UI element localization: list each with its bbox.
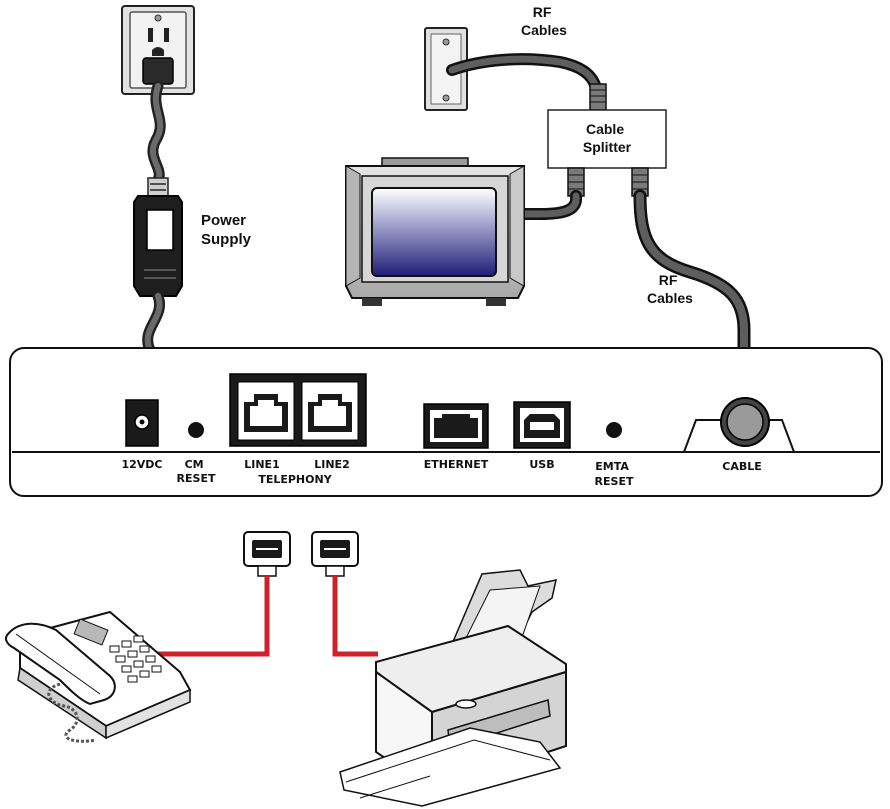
usb-label: USB [529,458,554,471]
usb-port[interactable] [513,401,571,449]
cable-label: CABLE [722,460,762,473]
television [345,157,525,306]
emta-reset-label: EMTA RESET [595,460,634,488]
power-supply-label: Power Supply [201,212,252,248]
dc-12v-port[interactable] [125,399,159,447]
rj11-plug-2 [311,531,359,577]
ethernet-label: ETHERNET [424,458,489,471]
cable-splitter-label: Cable Splitter [583,121,632,155]
line2-jack[interactable] [301,381,359,441]
telephony-label: TELEPHONY [258,473,332,486]
line2-label: LINE2 [314,458,349,471]
cm-reset-button[interactable] [188,422,204,438]
f-connector-icon [589,83,607,111]
cable-port[interactable] [683,397,795,453]
telephone [5,610,192,743]
cable-splitter [547,109,667,169]
power-outlet [121,5,195,95]
phone-line-to-telephone [146,576,270,657]
line1-label: LINE1 [244,458,279,471]
cm-reset-label: CM RESET [177,458,216,485]
rj11-plug-1 [243,531,291,577]
line1-jack[interactable] [237,381,295,441]
phone-line-to-printer [332,576,378,657]
power-supply-adapter [133,177,183,297]
ethernet-port[interactable] [423,403,489,449]
dc-12v-label: 12VDC [121,458,162,471]
emta-reset-button[interactable] [606,422,622,438]
rf-cables-top-label: RF Cables [521,4,567,38]
rf-cables-right-label: RF Cables [647,272,693,306]
printer [339,569,567,807]
